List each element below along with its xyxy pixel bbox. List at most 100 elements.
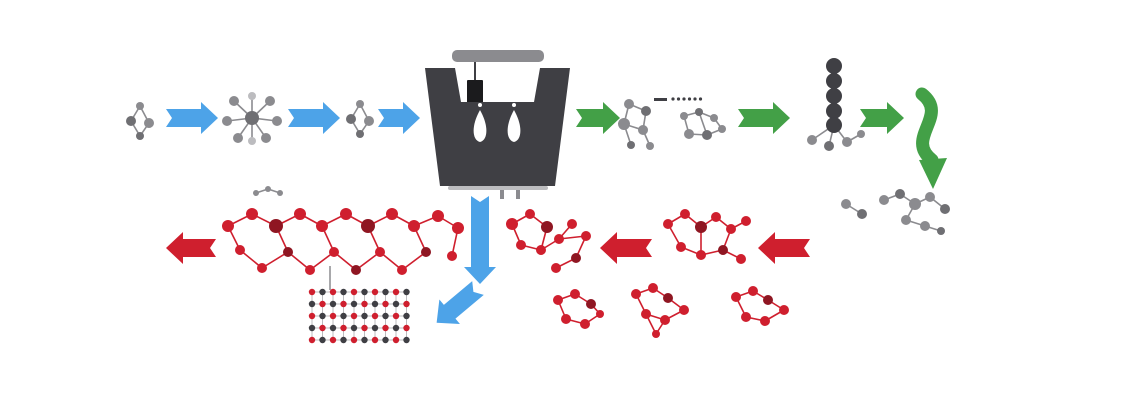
lattice-atom [361,336,368,344]
small-gray-dots-atom [277,190,283,196]
gray-product-cluster-atom [937,227,945,235]
dotted-line-dot [682,97,686,101]
lattice-atom [361,300,368,308]
red-fragment-2-atom [641,309,651,319]
red-fragment-1-atom [596,310,604,318]
intermediate-molecule-1-atom [641,106,651,116]
red-cluster-2-atom [680,209,690,219]
dotted-line-dot [676,97,681,101]
lattice-atom [308,288,316,296]
red-arrow-3 [758,232,810,264]
evaporation-chamber-part-8 [448,186,548,190]
precursor-molecule-2-atom [248,92,256,100]
lattice-atom [403,324,410,332]
evaporation-chamber-part-4 [473,110,487,142]
lattice-atom [340,336,347,344]
red-chain-assembly-atom [305,265,315,275]
lattice-atom [319,288,326,296]
precursor-molecule-2-atom [248,137,256,145]
lattice-atom [392,336,400,344]
red-chain-assembly-atom [361,219,375,233]
red-chain-assembly-atom [269,219,283,233]
intermediate-molecule-1 [618,99,654,150]
gray-product-cluster-atom [841,199,851,209]
red-cluster-1-atom [516,240,526,250]
red-chain-assembly-atom [432,210,444,222]
dotted-line-dot [687,97,692,101]
lattice-atom [392,300,400,308]
lattice-atom [329,288,337,296]
lattice-atom [382,336,389,344]
red-fragment-3-atom [760,316,770,326]
dotted-line-dot [671,97,675,101]
crystal-lattice [308,266,410,344]
lattice-atom [308,324,316,332]
lattice-atom [350,324,358,332]
intermediate-molecule-2-atom [680,112,688,120]
precursor-molecule-3-atom [346,114,356,124]
lattice-atom [361,312,368,320]
lattice-atom [403,288,410,296]
red-fragment-3-atom [748,286,758,296]
lattice-atom [350,312,358,320]
minus-sign [654,98,667,101]
layered-column-structure-atom [857,130,865,138]
precursor-molecule-2-atom [245,111,259,125]
lattice-atom [350,300,358,308]
intermediate-molecule-1-atom [627,141,635,149]
green-curved-down-arrow-head [919,158,947,189]
evaporation-chamber-part-0 [452,50,544,62]
lattice-atom [329,312,337,320]
gray-product-cluster-atom [925,192,935,202]
layered-column-structure-atom [826,103,842,119]
lattice-atom [329,336,337,344]
red-chain-assembly-atom [235,245,245,255]
blue-arrow-3 [378,102,420,134]
lattice-atom [340,312,347,320]
lattice-atom [308,336,316,344]
red-cluster-2-atom [718,245,728,255]
red-chain-assembly-atom [421,247,431,257]
intermediate-molecule-1-atom [618,118,630,130]
red-cluster-1-atom [551,263,561,273]
lattice-atom [319,300,326,308]
evaporation-chamber-part-10 [516,190,520,199]
red-arrow-1 [166,232,216,264]
red-fragment-3-atom [763,295,773,305]
green-arrow-3 [860,102,904,134]
green-arrow-1 [576,102,620,134]
lattice-atom [403,312,410,320]
red-cluster-1-atom [541,221,553,233]
red-cluster-1-atom [536,245,546,255]
red-cluster-2-atom [695,221,707,233]
precursor-molecule-1-atom [136,132,144,140]
red-chain-assembly-atom [452,222,464,234]
lattice-atom [329,324,337,332]
lattice-atom [403,300,410,308]
red-fragment-2-atom [660,315,670,325]
small-gray-dots [253,186,283,196]
lattice-layer [308,266,410,344]
molecules-layer [126,58,950,338]
red-cluster-1-atom [581,231,591,241]
small-gray-dots-atom [253,190,259,196]
gray-product-cluster-atom [879,195,889,205]
red-cluster-2-atom [726,224,736,234]
dotted-line-dot [698,97,703,101]
red-chain-assembly [222,208,464,275]
intermediate-molecule-2-atom [684,129,694,139]
red-fragment-2 [631,283,689,338]
red-fragment-1-atom [553,295,563,305]
layered-column-structure-atom [826,117,842,133]
layered-column-structure-atom [807,135,817,145]
small-gray-dots-atom [265,186,271,192]
intermediate-molecule-2 [680,108,726,140]
lattice-atom [350,288,358,296]
lattice-atom [403,336,410,344]
precursor-molecule-3-atom [356,130,364,138]
red-cluster-2-atom [676,242,686,252]
lattice-atom [308,300,316,308]
red-chain-assembly-atom [294,208,306,220]
